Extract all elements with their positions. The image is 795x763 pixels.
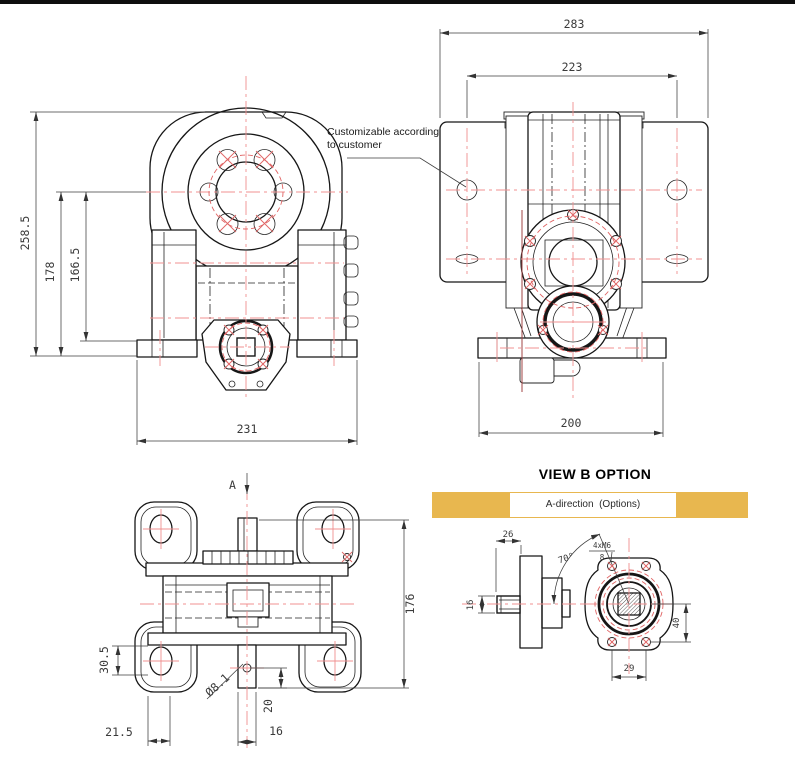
dim-boss-length-label: 26 bbox=[503, 530, 514, 540]
section-a-label: A bbox=[229, 478, 236, 492]
a-direction-banner: A-direction (Options) bbox=[432, 492, 748, 518]
dim-hole-dia-label: Ø8.1 bbox=[202, 671, 232, 700]
dim-depth-label: 176 bbox=[403, 594, 417, 615]
front-view: 258.5 178 166.5 231 bbox=[18, 76, 359, 445]
dim-plate-width-label: 283 bbox=[564, 17, 585, 31]
dim-front-width-label: 231 bbox=[237, 422, 258, 436]
view-b-option-title: VIEW B OPTION bbox=[538, 466, 652, 482]
angle-70-label: 70° bbox=[557, 552, 576, 567]
view-b-detail: 26 16 70° 4xM6 8 bbox=[462, 530, 691, 681]
annotation-line-2: to customer bbox=[327, 139, 382, 151]
a-direction-banner-label: A-direction (Options) bbox=[510, 493, 676, 517]
top-border-bar bbox=[0, 0, 795, 4]
dim-hole-width-label: 29 bbox=[624, 664, 635, 674]
thread-depth-label: 8 bbox=[600, 553, 605, 562]
dim-height-to-axis-label: 178 bbox=[43, 262, 57, 283]
dim-base-width-label: 200 bbox=[561, 416, 582, 430]
dim-overall-height-label: 258.5 bbox=[18, 216, 32, 251]
dim-hole-spacing-label: 223 bbox=[562, 60, 583, 74]
dim-hole-to-end-label: 20 bbox=[261, 699, 275, 713]
dim-hole-height-label: 40 bbox=[672, 618, 682, 629]
customization-annotation: Customizable according to customer bbox=[327, 126, 439, 152]
annotation-line-1: Customizable according bbox=[327, 126, 440, 138]
side-view: 283 223 200 bbox=[347, 17, 709, 437]
top-view: A 176 30.5 21.5 Ø8.1 20 16 bbox=[97, 473, 417, 748]
thread-note-label: 4xM6 bbox=[593, 541, 612, 550]
dim-foot-offset-label: 30.5 bbox=[97, 646, 111, 674]
dim-shaft-dia-label: 16 bbox=[466, 600, 476, 611]
dim-shaft-width-label: 16 bbox=[269, 724, 283, 738]
dim-height-to-base-label: 166.5 bbox=[68, 248, 82, 283]
dim-edge-offset-label: 21.5 bbox=[105, 725, 133, 739]
